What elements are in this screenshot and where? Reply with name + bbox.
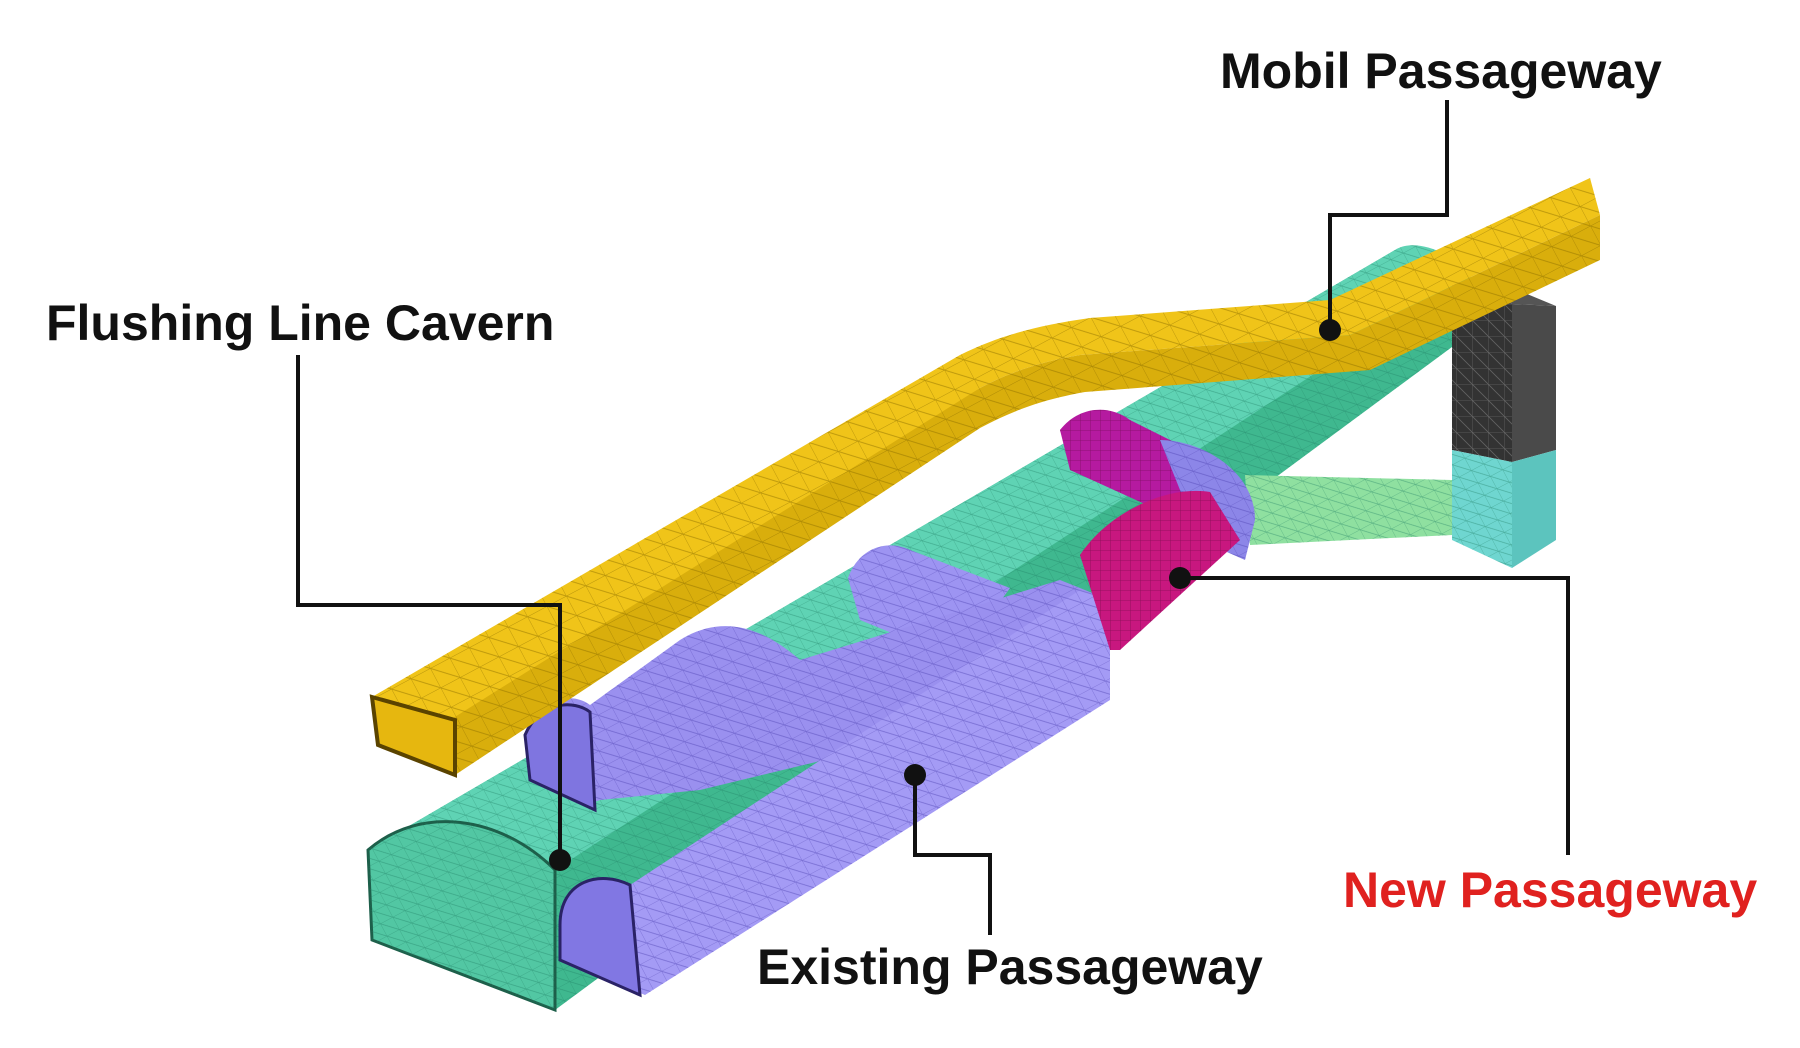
existing-passageway-marker bbox=[904, 764, 926, 786]
existing-passageway-leader bbox=[913, 775, 992, 935]
vertical-shaft bbox=[1452, 282, 1556, 568]
flushing-line-cavern-label: Flushing Line Cavern bbox=[46, 295, 555, 351]
existing-passageway-label: Existing Passageway bbox=[757, 939, 1263, 995]
flushing-line-cavern-leader bbox=[296, 355, 562, 860]
new-passageway-marker bbox=[1169, 567, 1191, 589]
flushing-line-cavern-marker bbox=[549, 849, 571, 871]
mobil-passageway-marker bbox=[1319, 319, 1341, 341]
mobil-passageway-label: Mobil Passageway bbox=[1220, 43, 1662, 99]
shaft-top-side bbox=[1512, 304, 1556, 462]
leader-markers bbox=[549, 319, 1341, 871]
new-passageway-label: New Passageway bbox=[1343, 862, 1758, 918]
existing-passageway-front-end bbox=[558, 877, 642, 998]
new-passageway-body bbox=[1080, 490, 1240, 650]
existing-passageway-body bbox=[523, 545, 1110, 998]
leader-lines bbox=[296, 100, 1570, 935]
mobil-passageway-end bbox=[369, 694, 457, 778]
mobil-passageway-body bbox=[369, 178, 1600, 778]
shaft-bottom-side bbox=[1512, 450, 1556, 568]
mobil-passageway-leader bbox=[1328, 100, 1449, 330]
new-passageway-leader bbox=[1180, 576, 1570, 855]
branch-tunnel bbox=[1245, 475, 1452, 545]
